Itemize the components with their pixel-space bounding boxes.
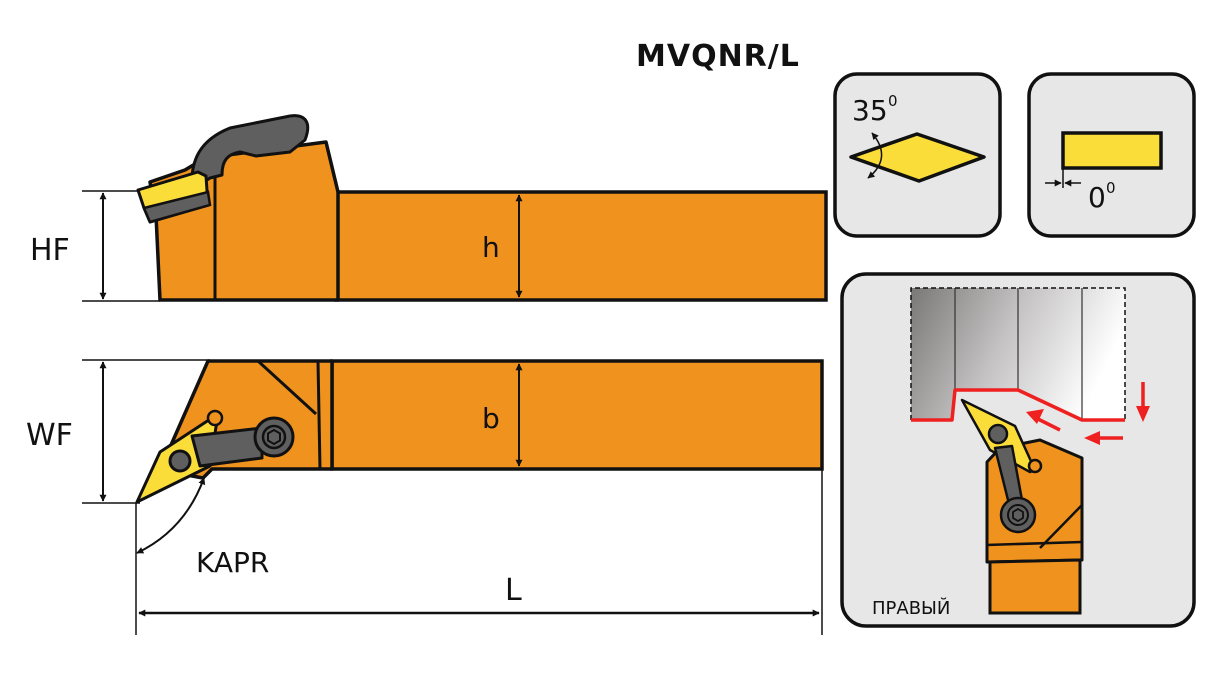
feed-arrow-diagonal (1035, 416, 1061, 432)
hex-socket-icon (267, 428, 281, 446)
insert-shim (142, 190, 212, 224)
rhombic-insert-icon (849, 132, 986, 183)
wf-label: WF (26, 418, 73, 453)
insert-shape-card: 35 0 (833, 72, 1002, 238)
l-label: L (505, 573, 522, 608)
arrowhead (1136, 406, 1150, 422)
feed-arrows (1026, 382, 1150, 445)
clearance-card: 0 0 (1027, 72, 1196, 238)
shank-top (330, 359, 824, 471)
head-top-bevel (256, 359, 318, 416)
hand-label: ПРАВЫЙ (872, 597, 950, 619)
neutral-insert-icon (1061, 131, 1163, 170)
hex-socket-icon (1012, 507, 1024, 523)
clamp-icon (190, 114, 310, 192)
clearance-angle-unit: 0 (1106, 179, 1116, 197)
workpiece-outline (910, 287, 1126, 420)
head-top-divider (316, 360, 322, 470)
h-label: h (482, 231, 500, 264)
product-title: MVQNR/L (636, 39, 800, 74)
head-side (148, 140, 340, 302)
arrowhead (1084, 431, 1100, 445)
b-label: b (482, 402, 500, 435)
insert-screw-icon (987, 423, 1009, 445)
included-angle-value: 35 (852, 94, 888, 127)
pin-hole (1027, 458, 1043, 474)
insert-screw-icon (168, 449, 192, 473)
clearance-angle-value: 0 (1088, 181, 1106, 214)
holder-shank (988, 558, 1082, 615)
shank-side (334, 190, 828, 302)
clamp-lever-icon (190, 426, 264, 468)
kapr-label: KAPR (196, 546, 269, 579)
application-card: ПРАВЫЙ (840, 272, 1196, 628)
holder-bevel (1039, 504, 1083, 549)
included-angle-unit: 0 (888, 92, 898, 110)
top-view: WF b KAPR L (26, 359, 824, 635)
pin-hole (206, 409, 224, 427)
arrowhead (1026, 409, 1044, 424)
included-angle-arc (867, 132, 883, 179)
holder-divider (985, 540, 1083, 547)
side-view: HF h (30, 114, 828, 302)
cutting-path (911, 388, 1125, 422)
hf-label: HF (30, 233, 70, 268)
kapr-angle-arc (136, 477, 206, 554)
